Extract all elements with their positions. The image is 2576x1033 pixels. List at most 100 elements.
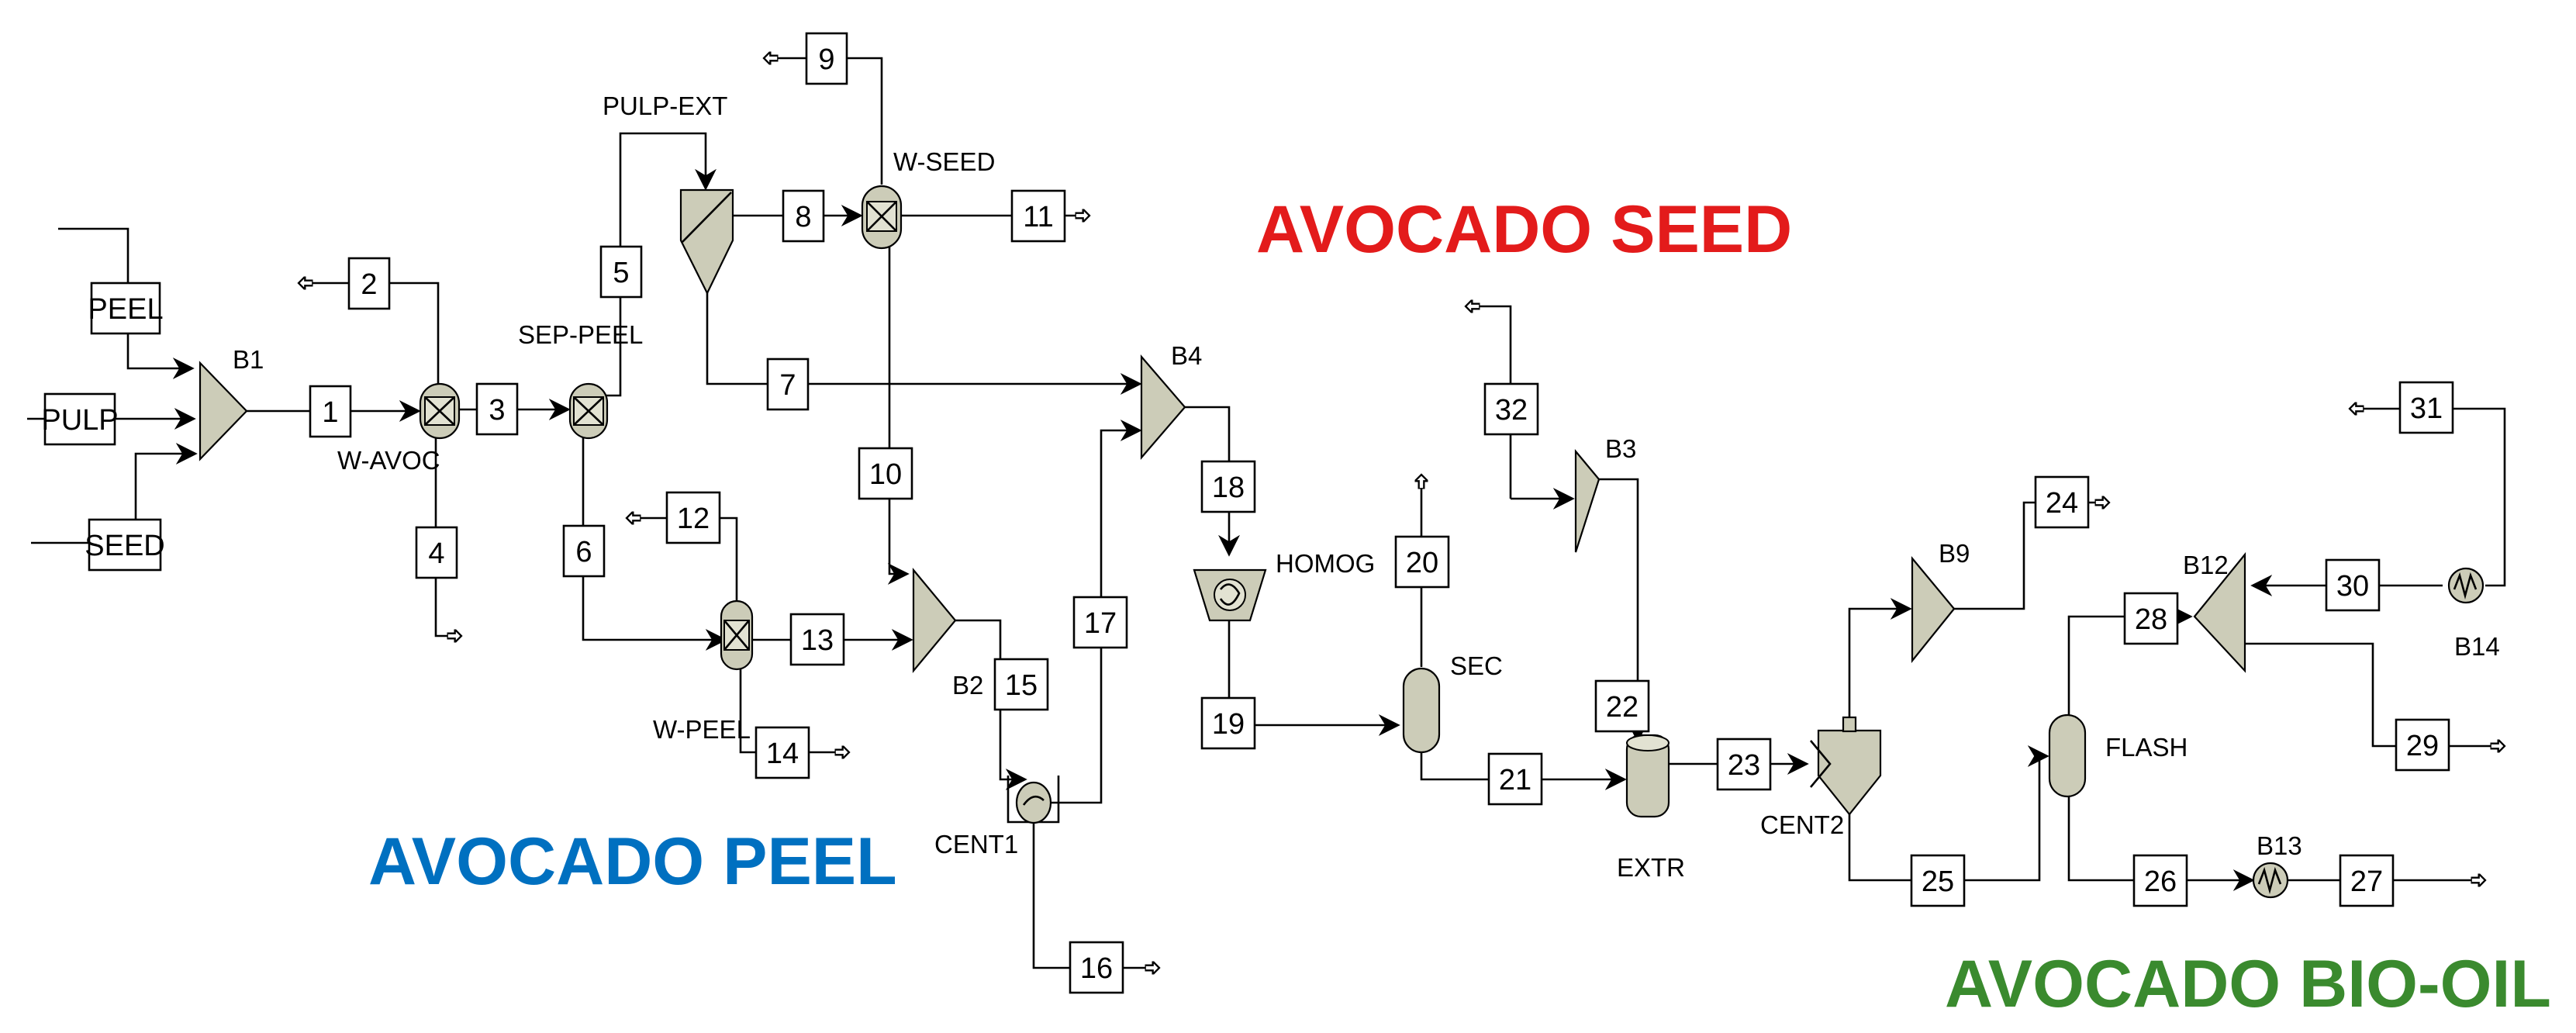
- svg-text:25: 25: [1922, 865, 1954, 898]
- stream-line-12: [627, 518, 738, 601]
- block-label-sep-peel: SEP-PEEL: [518, 320, 643, 349]
- svg-text:28: 28: [2135, 603, 2167, 636]
- svg-text:10: 10: [869, 458, 902, 491]
- stream-box-seed[interactable]: SEED: [85, 518, 165, 572]
- block-label-w-peel: W-PEEL: [653, 715, 751, 744]
- mixer-b4-icon[interactable]: [1140, 354, 1186, 460]
- washer-w-peel-icon[interactable]: [720, 599, 754, 671]
- stream-box-13[interactable]: 13: [789, 613, 845, 666]
- svg-text:5: 5: [613, 257, 629, 289]
- block-label-w-seed: W-SEED: [893, 147, 995, 176]
- stream-box-peel[interactable]: PEEL: [88, 282, 164, 335]
- block-label-b1: B1: [233, 345, 264, 374]
- flash-drum-icon[interactable]: [2048, 713, 2087, 798]
- stream-box-27[interactable]: 27: [2339, 854, 2395, 907]
- stream-box-15[interactable]: 15: [993, 658, 1049, 711]
- stream-box-31[interactable]: 31: [2398, 381, 2454, 434]
- svg-text:8: 8: [795, 201, 811, 233]
- splitter-b12-icon[interactable]: [2193, 551, 2246, 673]
- svg-text:26: 26: [2144, 865, 2177, 898]
- stream-box-1[interactable]: 1: [309, 385, 352, 438]
- svg-text:18: 18: [1212, 472, 1245, 504]
- svg-text:13: 13: [801, 624, 834, 657]
- stream-box-2[interactable]: 2: [347, 257, 391, 310]
- mixer-b2-icon[interactable]: [912, 567, 957, 674]
- svg-text:16: 16: [1080, 952, 1113, 985]
- stream-box-18[interactable]: 18: [1200, 460, 1256, 513]
- block-label-sec: SEC: [1450, 651, 1503, 680]
- svg-text:7: 7: [779, 369, 796, 402]
- stream-box-17[interactable]: 17: [1072, 596, 1128, 649]
- stream-box-32[interactable]: 32: [1483, 382, 1539, 436]
- stream-line-9: [764, 58, 883, 185]
- stream-line-6: [582, 434, 727, 651]
- section-title-seed: AVOCADO SEED: [1256, 192, 1792, 267]
- svg-text:21: 21: [1499, 764, 1531, 796]
- block-label-b14: B14: [2454, 632, 2500, 661]
- stream-box-30[interactable]: 30: [2325, 558, 2381, 612]
- svg-text:31: 31: [2410, 392, 2443, 425]
- stream-box-21[interactable]: 21: [1487, 752, 1543, 806]
- stream-box-28[interactable]: 28: [2123, 592, 2179, 645]
- extractor-extr-icon[interactable]: [1625, 734, 1670, 818]
- svg-text:14: 14: [766, 738, 799, 770]
- stream-line-26: [2067, 795, 2255, 891]
- equipment: [199, 185, 2484, 899]
- stream-line-to-b9: [1848, 598, 1912, 733]
- stream-box-3[interactable]: 3: [475, 382, 519, 436]
- stream-line-25: [1848, 745, 2049, 882]
- washer-w-avoc-icon[interactable]: [419, 382, 461, 440]
- centrifuge-cent1-icon[interactable]: [1007, 776, 1060, 824]
- stream-box-16[interactable]: 16: [1069, 941, 1124, 994]
- dryer-sec-icon[interactable]: [1402, 667, 1441, 754]
- stream-box-5[interactable]: 5: [599, 245, 643, 299]
- block-label-cent1: CENT1: [934, 830, 1018, 859]
- stream-box-pulp[interactable]: PULP: [41, 392, 119, 446]
- stream-box-24[interactable]: 24: [2034, 475, 2090, 529]
- centrifuge-cent2-icon[interactable]: [1810, 716, 1882, 816]
- washer-w-seed-icon[interactable]: [861, 185, 903, 250]
- stream-box-8[interactable]: 8: [782, 189, 825, 243]
- svg-text:PULP: PULP: [41, 404, 118, 437]
- stream-box-14[interactable]: 14: [754, 726, 810, 779]
- stream-box-23[interactable]: 23: [1716, 738, 1772, 791]
- extractor-pulp-ext-icon[interactable]: [679, 188, 734, 295]
- mixer-b3-icon[interactable]: [1574, 448, 1601, 553]
- stream-box-29[interactable]: 29: [2395, 718, 2450, 772]
- stream-box-7[interactable]: 7: [766, 358, 810, 411]
- section-title-biooil: AVOCADO BIO-OIL: [1945, 947, 2551, 1021]
- block-label-b13: B13: [2257, 831, 2302, 860]
- svg-text:3: 3: [489, 394, 505, 427]
- stream-box-20[interactable]: 20: [1394, 535, 1450, 589]
- block-label-homog: HOMOG: [1276, 549, 1375, 578]
- svg-text:15: 15: [1005, 669, 1038, 702]
- svg-text:9: 9: [818, 43, 834, 76]
- mixer-b9-icon[interactable]: [1911, 555, 1956, 664]
- homogenizer-homog-icon[interactable]: [1193, 568, 1267, 622]
- stream-line-10: [887, 247, 910, 585]
- heater-b14-icon[interactable]: [2447, 567, 2484, 604]
- block-label-extr: EXTR: [1617, 853, 1685, 882]
- separator-sep-peel-icon[interactable]: [568, 382, 609, 440]
- stream-box-22[interactable]: 22: [1594, 679, 1650, 733]
- stream-box-10[interactable]: 10: [858, 447, 913, 500]
- svg-text:29: 29: [2406, 730, 2439, 762]
- stream-box-26[interactable]: 26: [2132, 854, 2188, 907]
- mixer-b1-icon[interactable]: [199, 361, 248, 461]
- stream-box-25[interactable]: 25: [1910, 854, 1966, 907]
- svg-text:1: 1: [322, 396, 338, 429]
- stream-box-19[interactable]: 19: [1200, 696, 1256, 750]
- svg-text:19: 19: [1212, 708, 1245, 741]
- svg-text:PEEL: PEEL: [88, 293, 163, 326]
- stream-line-21: [1420, 751, 1627, 790]
- stream-box-6[interactable]: 6: [562, 524, 606, 578]
- stream-box-12[interactable]: 12: [665, 491, 721, 544]
- stream-box-11[interactable]: 11: [1010, 189, 1066, 243]
- stream-box-4[interactable]: 4: [415, 526, 458, 579]
- block-label-b9: B9: [1939, 539, 1970, 568]
- svg-text:11: 11: [1023, 201, 1053, 233]
- stream-box-9[interactable]: 9: [805, 32, 848, 85]
- heater-b13-icon[interactable]: [2252, 862, 2289, 899]
- svg-text:20: 20: [1406, 547, 1438, 579]
- svg-text:32: 32: [1495, 394, 1528, 427]
